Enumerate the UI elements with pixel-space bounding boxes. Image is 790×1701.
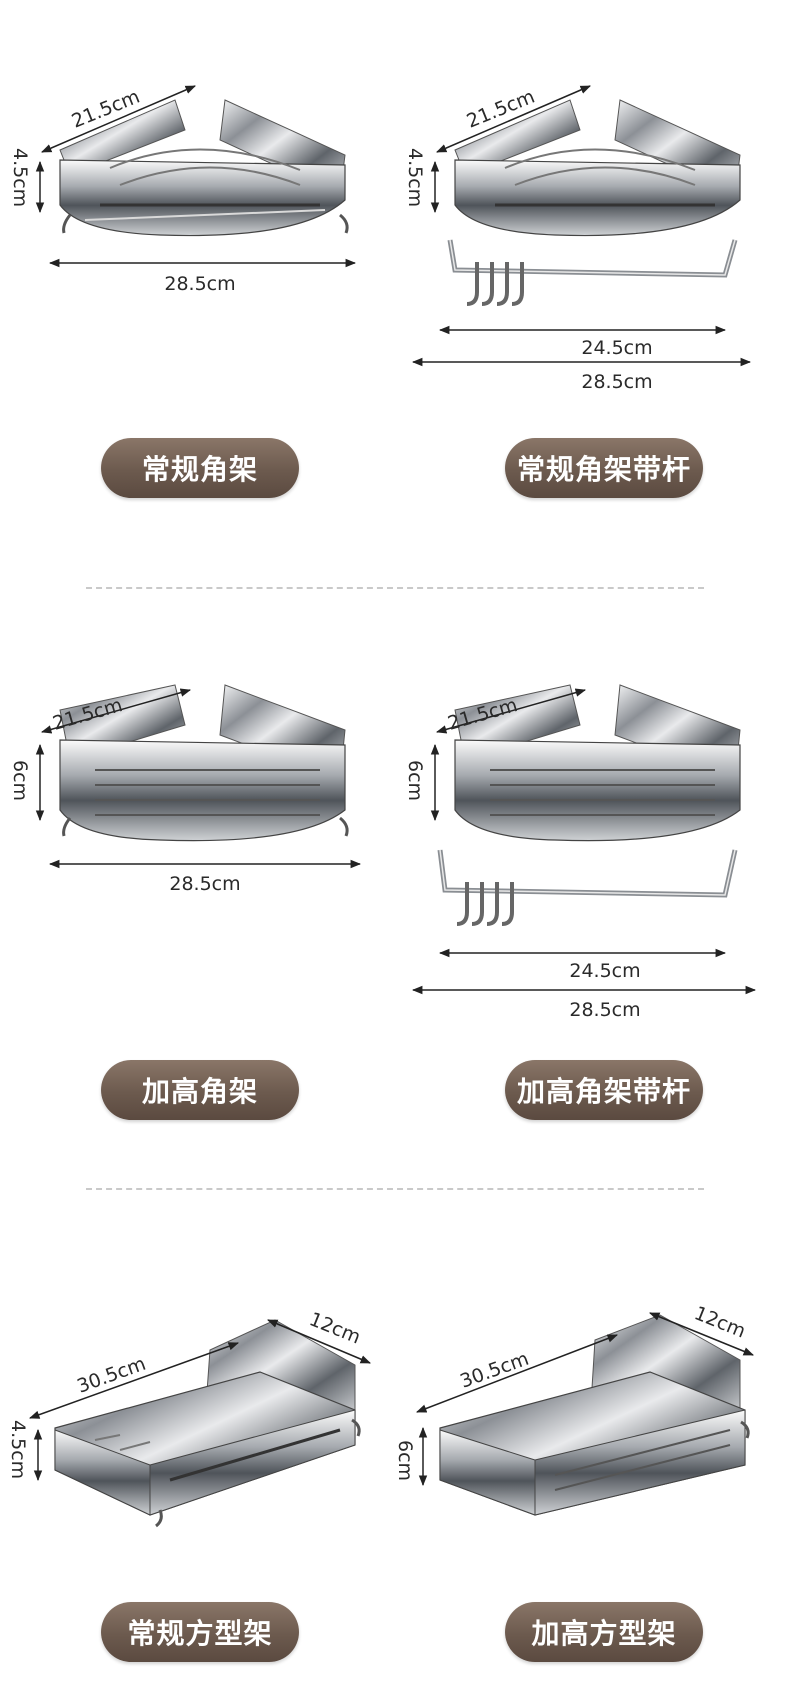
product-name: 常规角架 [141, 453, 258, 486]
product-label-pill: 常规角架带杆 [505, 438, 703, 498]
product-name: 加高角架带杆 [516, 1075, 691, 1108]
product-card-tall-corner-rod: 21.5cm 6cm 24.5cm 28.5cm 加高角架带杆 [395, 640, 790, 1130]
dim-length: 30.5cm [457, 1348, 531, 1393]
product-name: 加高方型架 [531, 1617, 677, 1650]
product-name: 常规角架带杆 [516, 453, 691, 486]
dim-width: 28.5cm [569, 999, 640, 1021]
dimension-lines: 21.5cm 6cm 24.5cm 28.5cm [404, 688, 757, 1021]
dim-depth: 21.5cm [464, 86, 538, 133]
dim-depth: 21.5cm [50, 694, 125, 735]
section-divider [86, 587, 704, 589]
dim-height: 4.5cm [7, 1420, 29, 1479]
product-card-regular-corner-rod: 21.5cm 4.5cm 24.5cm 28.5cm 常规角架带杆 [395, 0, 790, 500]
corner-rack-illustration [59, 99, 349, 237]
product-label-pill: 加高角架 [101, 1060, 299, 1120]
dim-height-label: 4.5cm [9, 148, 31, 207]
product-label-pill: 加高方型架 [505, 1602, 703, 1662]
product-label-pill: 常规方型架 [101, 1602, 299, 1662]
dim-rod-width: 24.5cm [569, 960, 640, 982]
dim-height: 6cm [9, 760, 31, 801]
product-card-regular-corner: 21.5cm 28.5cm 4.5cm 常规角架 [0, 0, 395, 500]
dim-width: 28.5cm [164, 273, 235, 295]
dimension-lines: 30.5cm 12cm 4.5cm [7, 1308, 371, 1482]
product-label-pill: 常规角架 [101, 438, 299, 498]
dim-length: 30.5cm [74, 1353, 148, 1398]
product-label-pill: 加高角架带杆 [505, 1060, 703, 1120]
dimension-lines: 21.5cm 4.5cm 24.5cm 28.5cm [404, 85, 752, 393]
dim-depth: 12cm [306, 1308, 364, 1348]
section-divider [86, 1188, 704, 1190]
corner-rack-rod-illustration [447, 99, 741, 306]
product-card-tall-corner: 21.5cm 6cm 28.5cm 加高角架 [0, 640, 395, 1130]
dim-width: 28.5cm [169, 873, 240, 895]
dimension-lines: 21.5cm 28.5cm [35, 85, 357, 295]
dimension-lines: 30.5cm 12cm 6cm [394, 1302, 754, 1487]
product-name: 加高角架 [141, 1075, 258, 1108]
dim-depth: 21.5cm [445, 694, 520, 735]
height-label-layer: 4.5cm [9, 148, 31, 207]
dim-height: 4.5cm [404, 148, 426, 207]
dim-height: 6cm [404, 760, 426, 801]
dim-width: 28.5cm [581, 371, 652, 393]
dimension-lines: 21.5cm 6cm 28.5cm [9, 688, 362, 895]
product-card-tall-square: 30.5cm 12cm 6cm 加高方型架 [394, 1280, 790, 1701]
dim-height: 6cm [394, 1440, 416, 1481]
product-name: 常规方型架 [127, 1617, 273, 1650]
dim-depth: 12cm [691, 1302, 749, 1342]
product-card-regular-square: 30.5cm 12cm 4.5cm 常规方型架 [0, 1280, 395, 1701]
dim-rod-width: 24.5cm [581, 337, 652, 359]
